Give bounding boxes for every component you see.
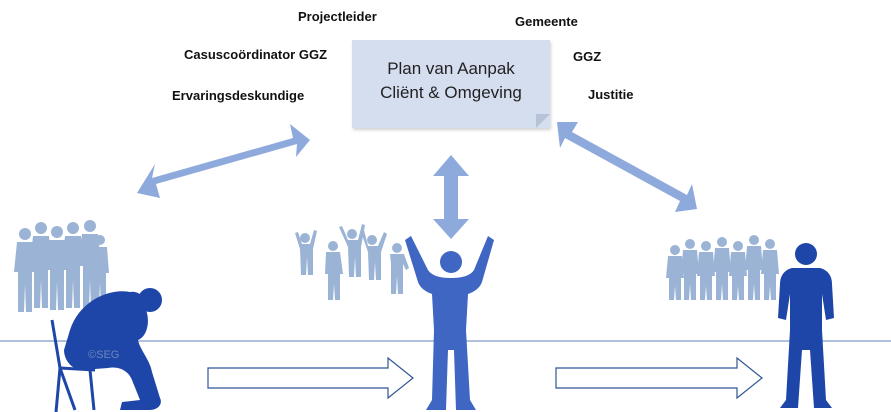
plan-van-aanpak-note: Plan van Aanpak Cliënt & Omgeving [352, 40, 550, 128]
role-gemeente: Gemeente [515, 14, 578, 29]
double-arrow-center [433, 155, 469, 239]
process-arrow-1 [207, 356, 414, 400]
watermark-text: ©SEG [88, 349, 119, 361]
role-casuscoordinator: Casuscoördinator GGZ [184, 47, 328, 62]
crowd-middle-cheering-icon [295, 224, 409, 300]
double-arrow-left [137, 124, 310, 198]
confident-person-icon [778, 243, 834, 408]
role-ggz: GGZ [573, 49, 602, 64]
note-folded-corner [536, 114, 550, 128]
role-projectleider: Projectleider [298, 9, 377, 24]
process-arrow-2 [555, 356, 763, 400]
crowd-left-icon [14, 220, 109, 312]
crowd-right-icon [666, 235, 779, 300]
role-ervaringsdeskundige: Ervaringsdeskundige [172, 88, 305, 103]
triumphant-person-icon [405, 236, 494, 410]
double-arrow-right [557, 122, 697, 212]
seated-dejected-person-icon: ©SEG [50, 288, 162, 412]
role-justitie: Justitie [588, 87, 634, 102]
plan-title-line2: Cliënt & Omgeving [380, 83, 522, 102]
plan-title-line1: Plan van Aanpak [387, 59, 515, 78]
